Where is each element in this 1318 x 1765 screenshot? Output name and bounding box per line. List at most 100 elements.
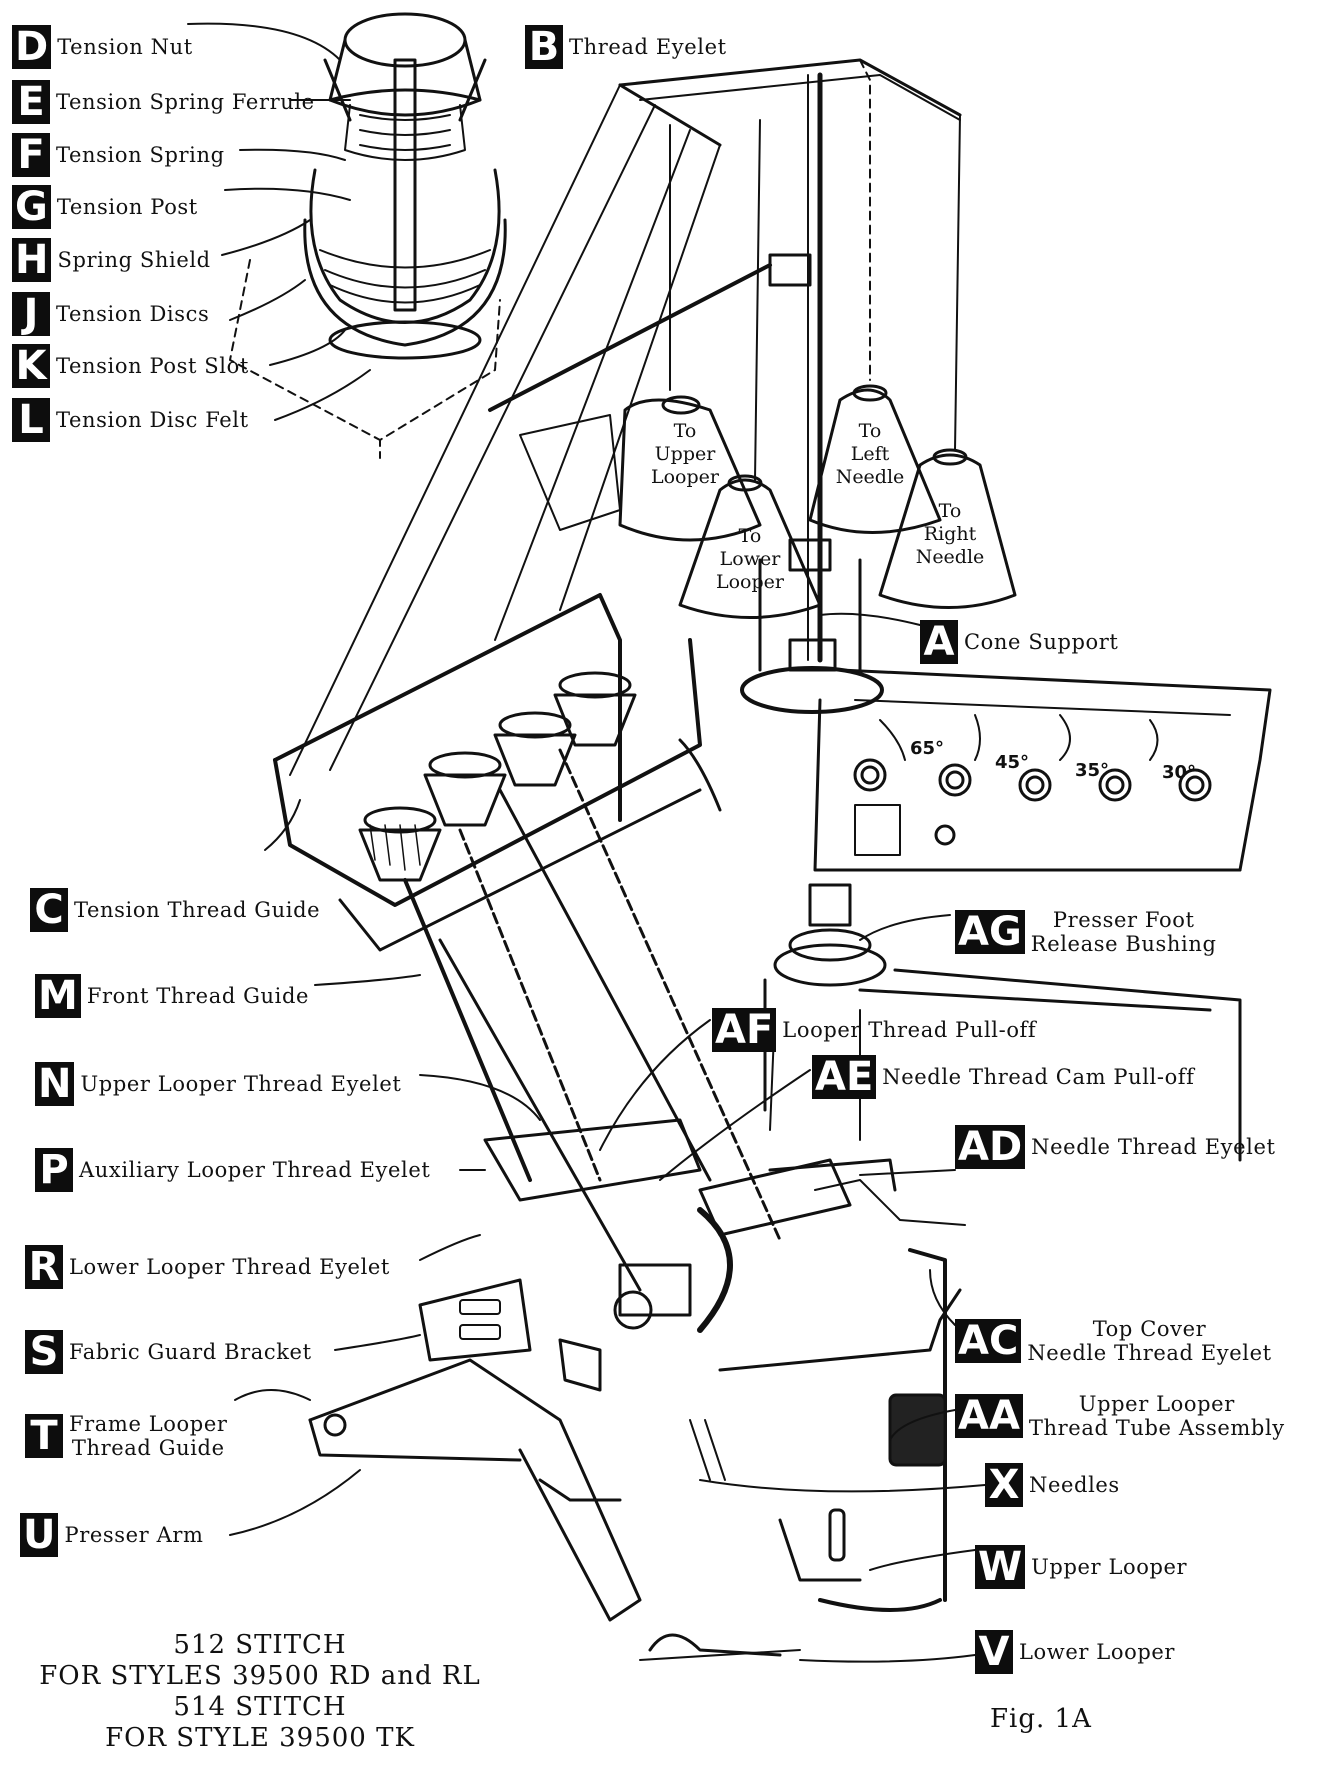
callout-text-stack: Presser Foot Release Bushing — [1031, 908, 1217, 956]
cone-label-line: Needle — [835, 466, 905, 488]
needles-loopers — [639, 1419, 942, 1661]
callout-lower-looper: V Lower Looper — [975, 1630, 1175, 1674]
callout-letter: N — [35, 1062, 75, 1106]
callout-text: Tension Spring Ferrule — [56, 90, 315, 114]
callout-upper-looper-thread-tube-assembly: AA Upper Looper Thread Tube Assembly — [955, 1392, 1285, 1440]
callout-text: Tension Thread Guide — [74, 898, 321, 922]
stitch-caption: 512 STITCH FOR STYLES 39500 RD and RL 51… — [20, 1630, 500, 1754]
callout-text: Fabric Guard Bracket — [69, 1340, 312, 1364]
callout-text: Tension Disc Felt — [56, 408, 249, 432]
callout-letter: K — [12, 344, 50, 388]
callout-text-line1: Frame Looper — [69, 1412, 228, 1436]
angle-detail-panel — [813, 668, 1272, 872]
callout-letter: R — [25, 1245, 63, 1289]
cone-label-upper-looper: To Upper Looper — [640, 420, 730, 489]
callout-tension-spring: F Tension Spring — [12, 133, 225, 177]
angle-label: 30° — [1162, 762, 1197, 783]
callout-text: Thread Eyelet — [569, 35, 727, 59]
callout-text: Presser Arm — [64, 1523, 204, 1547]
callout-letter: V — [975, 1630, 1013, 1674]
callout-text-stack: Upper Looper Thread Tube Assembly — [1029, 1392, 1285, 1440]
cone-label-right-needle: To Right Needle — [905, 500, 995, 569]
callout-needle-thread-cam-pull-off: AE Needle Thread Cam Pull-off — [812, 1055, 1195, 1099]
cone-label-line: Upper — [654, 443, 716, 465]
caption-line: 512 STITCH — [173, 1630, 347, 1660]
callout-text: Lower Looper — [1019, 1640, 1176, 1664]
callout-letter: W — [975, 1545, 1026, 1589]
cone-label-line: Looper — [716, 571, 784, 593]
callout-lower-looper-thread-eyelet: R Lower Looper Thread Eyelet — [25, 1245, 390, 1289]
callout-letter: X — [985, 1463, 1023, 1507]
figure-label: Fig. 1A — [990, 1704, 1092, 1734]
callout-letter: AC — [955, 1319, 1022, 1363]
callout-text: Auxiliary Looper Thread Eyelet — [79, 1158, 431, 1182]
callout-text: Tension Discs — [56, 302, 210, 326]
callout-letter: B — [525, 25, 563, 69]
cone-label-lower-looper: To Lower Looper — [705, 525, 795, 594]
cone-label-line: Right — [923, 523, 977, 545]
callout-tension-disc-felt: L Tension Disc Felt — [12, 398, 249, 442]
callout-letter: C — [30, 888, 68, 932]
cone-label-line: Lower — [719, 548, 781, 570]
callout-text: Needle Thread Cam Pull-off — [882, 1065, 1195, 1089]
cone-label-line: Needle — [915, 546, 985, 568]
cone-label-line: To — [938, 500, 962, 522]
callout-tension-discs: J Tension Discs — [12, 292, 209, 336]
callout-letter: F — [12, 133, 50, 177]
callout-text: Spring Shield — [57, 248, 211, 272]
callout-top-cover-needle-thread-eyelet: AC Top Cover Needle Thread Eyelet — [955, 1317, 1272, 1365]
callout-tension-post: G Tension Post — [12, 185, 198, 229]
cone-label-line: To — [858, 420, 882, 442]
callout-letter: P — [35, 1148, 73, 1192]
callout-letter: J — [12, 292, 50, 336]
callout-upper-looper: W Upper Looper — [975, 1545, 1187, 1589]
angle-label: 65° — [910, 738, 945, 759]
callout-needles: X Needles — [985, 1463, 1120, 1507]
thread-stand — [488, 58, 962, 714]
callout-text: Lower Looper Thread Eyelet — [69, 1255, 390, 1279]
callout-text: Looper Thread Pull-off — [782, 1018, 1037, 1042]
callout-text: Cone Support — [964, 630, 1119, 654]
caption-line: FOR STYLE 39500 TK — [105, 1723, 415, 1753]
callout-spring-shield: H Spring Shield — [12, 238, 211, 282]
callout-text: Tension Post — [56, 195, 198, 219]
cone-label-line: To — [673, 420, 697, 442]
callout-text-line1: Upper Looper — [1078, 1392, 1235, 1416]
callout-text-line2: Thread Guide — [71, 1436, 225, 1460]
callout-letter: A — [920, 620, 958, 664]
callout-letter: AG — [955, 910, 1025, 954]
callout-text: Tension Post Slot — [56, 354, 249, 378]
thread-cones — [618, 384, 1017, 619]
callout-letter: AA — [955, 1394, 1023, 1438]
callout-presser-arm: U Presser Arm — [20, 1513, 204, 1557]
callout-letter: G — [12, 185, 51, 229]
tension-panel — [273, 593, 722, 952]
caption-line: FOR STYLES 39500 RD and RL — [39, 1661, 481, 1691]
callout-upper-looper-thread-eyelet: N Upper Looper Thread Eyelet — [35, 1062, 401, 1106]
callout-text: Needle Thread Eyelet — [1031, 1135, 1276, 1159]
callout-tension-post-slot: K Tension Post Slot — [12, 344, 249, 388]
callout-tension-spring-ferrule: E Tension Spring Ferrule — [12, 80, 315, 124]
cone-label-line: Looper — [651, 466, 719, 488]
angle-label: 35° — [1075, 760, 1110, 781]
callout-text-stack: Frame Looper Thread Guide — [69, 1412, 228, 1460]
callout-letter: E — [12, 80, 50, 124]
callout-letter: S — [25, 1330, 63, 1374]
callout-front-thread-guide: M Front Thread Guide — [35, 974, 309, 1018]
tension-knobs — [358, 671, 637, 882]
callout-text: Front Thread Guide — [86, 984, 310, 1008]
tension-assembly-inset — [229, 12, 507, 461]
callout-text-stack: Top Cover Needle Thread Eyelet — [1027, 1317, 1271, 1365]
callout-letter: T — [25, 1414, 63, 1458]
callout-text-line2: Thread Tube Assembly — [1028, 1416, 1285, 1440]
callout-cone-support: A Cone Support — [920, 620, 1118, 664]
callout-text-line1: Top Cover — [1092, 1317, 1207, 1341]
callout-thread-eyelet: B Thread Eyelet — [525, 25, 727, 69]
angle-label: 45° — [995, 752, 1030, 773]
callout-letter: M — [35, 974, 81, 1018]
callout-text-line1: Presser Foot — [1052, 908, 1195, 932]
callout-text: Upper Looper Thread Eyelet — [80, 1072, 402, 1096]
callout-text: Upper Looper — [1031, 1555, 1188, 1579]
callout-letter: U — [20, 1513, 59, 1557]
